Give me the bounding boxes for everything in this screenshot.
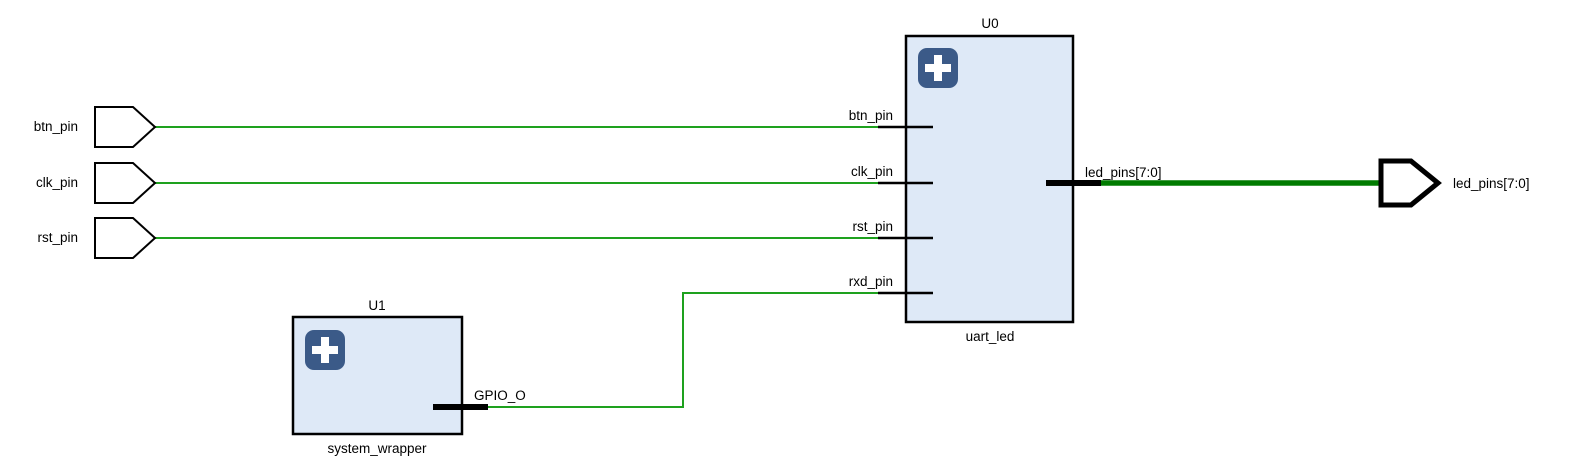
input-port-symbol[interactable] [94, 106, 157, 148]
input-port-label: rst_pin [37, 230, 78, 245]
output-port-label: led_pins[7:0] [1453, 176, 1530, 191]
input-port-symbol[interactable] [94, 217, 157, 259]
input-port-clk-pin[interactable]: clk_pin [36, 162, 157, 204]
u1-pin-label-gpio-o: GPIO_O [474, 388, 526, 403]
block-module-label: system_wrapper [327, 441, 427, 456]
plus-icon-bar-v [934, 55, 942, 81]
input-port-label: clk_pin [36, 175, 78, 190]
expand-plus-icon[interactable] [918, 48, 958, 88]
block-instance-label: U1 [368, 298, 385, 313]
u0-pin-label-clk-pin: clk_pin [851, 164, 893, 179]
block-u0[interactable]: U0 btn_pin clk_pin rst_pin rxd_pin led_p… [849, 16, 1162, 344]
u0-pin-label-rxd-pin: rxd_pin [849, 274, 893, 289]
block-u1[interactable]: U1 GPIO_O system_wrapper [291, 298, 526, 456]
expand-plus-icon[interactable] [305, 330, 345, 370]
output-port-led-pins[interactable]: led_pins[7:0] [1378, 158, 1530, 208]
input-port-symbol[interactable] [94, 162, 157, 204]
input-port-rst-pin[interactable]: rst_pin [37, 217, 157, 259]
plus-icon-bar-v [321, 337, 329, 363]
input-port-btn-pin[interactable]: btn_pin [34, 106, 157, 148]
output-port-symbol[interactable] [1378, 158, 1442, 208]
nets-layer [155, 126, 1381, 408]
input-port-label: btn_pin [34, 119, 78, 134]
net-gpio-to-rxd[interactable] [488, 292, 879, 408]
u0-pin-label-led-pins: led_pins[7:0] [1085, 165, 1162, 180]
u0-pin-label-rst-pin: rst_pin [852, 219, 893, 234]
u0-pin-label-btn-pin: btn_pin [849, 108, 893, 123]
block-instance-label: U0 [981, 16, 998, 31]
block-module-label: uart_led [966, 329, 1015, 344]
